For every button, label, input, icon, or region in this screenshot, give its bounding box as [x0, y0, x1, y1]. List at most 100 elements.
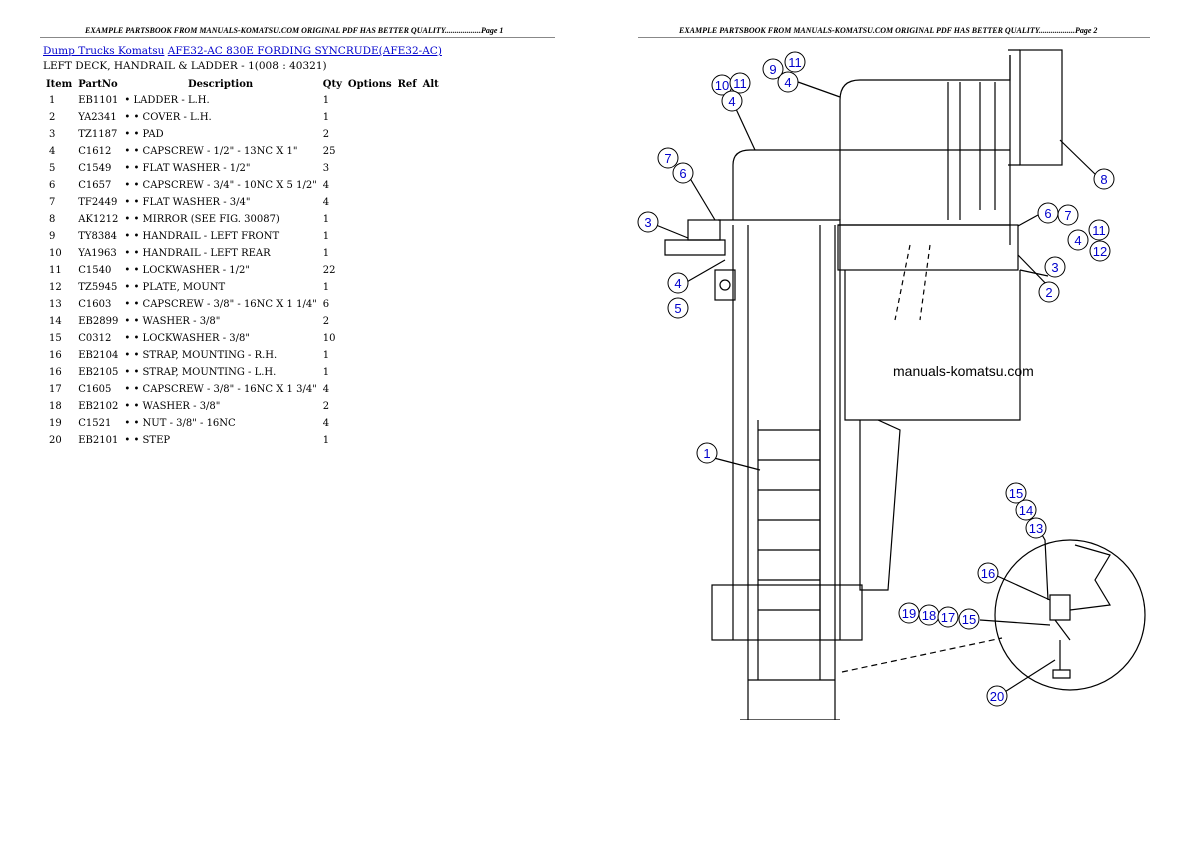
callout-circle: [1093, 168, 1115, 190]
cell-empty: [395, 313, 420, 330]
cell-qty: 1: [322, 248, 330, 259]
cell-partno: EB2105: [78, 367, 119, 378]
cell-description: • • FLAT WASHER - 3/4": [124, 197, 251, 208]
callout-label: 4: [784, 75, 791, 90]
callout-label: 6: [1044, 206, 1051, 221]
cell-empty: [420, 432, 442, 449]
callout-circle: [784, 51, 806, 73]
cell-empty: [420, 177, 442, 194]
cell-qty: 6: [322, 299, 330, 310]
parts-table: Item PartNo Description Qty Options Ref …: [43, 76, 442, 449]
cell-qty: 1: [322, 435, 330, 446]
cell-empty: [395, 245, 420, 262]
callout-circle: [1038, 281, 1060, 303]
page1-header-rule: [40, 37, 555, 38]
cell-empty: [395, 279, 420, 296]
cell-item: 16: [49, 350, 62, 361]
cell-empty: [345, 398, 395, 415]
cell-description: • • COVER - L.H.: [124, 112, 212, 123]
cell-empty: [345, 109, 395, 126]
cell-empty: [420, 92, 442, 109]
cell-partno: EB2104: [78, 350, 119, 361]
cell-empty: [345, 313, 395, 330]
cell-item: 13: [49, 299, 62, 310]
cell-empty: [395, 296, 420, 313]
cell-qty: 4: [322, 384, 330, 395]
callout-circle: [777, 71, 799, 93]
col-header-alt: Alt: [422, 78, 439, 90]
cell-empty: [395, 364, 420, 381]
cell-description: • • CAPSCREW - 3/8" - 16NC X 1 3/4": [124, 384, 317, 395]
cell-partno: TY8384: [78, 231, 117, 242]
cell-qty: 1: [322, 282, 330, 293]
callout-circle: [729, 72, 751, 94]
cell-qty: 2: [322, 401, 330, 412]
cell-description: • • FLAT WASHER - 1/2": [124, 163, 251, 174]
cell-empty: [420, 143, 442, 160]
cell-empty: [345, 279, 395, 296]
cell-partno: TZ1187: [78, 129, 118, 140]
cell-item: 14: [49, 316, 62, 327]
callout-label: 19: [902, 606, 916, 621]
cell-partno: EB2899: [78, 316, 119, 327]
cell-qty: 1: [322, 214, 330, 225]
col-header-item: Item: [46, 78, 73, 90]
cell-empty: [345, 160, 395, 177]
cell-description: • • STRAP, MOUNTING - L.H.: [124, 367, 277, 378]
cell-empty: [420, 330, 442, 347]
callout-label: 1: [703, 446, 710, 461]
cell-empty: [395, 432, 420, 449]
cell-empty: [420, 228, 442, 245]
callout-circle: [1044, 256, 1066, 278]
cell-partno: TF2449: [78, 197, 118, 208]
breadcrumb-link-model[interactable]: AFE32-AC 830E FORDING SYNCRUDE(AFE32-AC): [167, 45, 442, 57]
cell-empty: [420, 126, 442, 143]
cell-empty: [345, 92, 395, 109]
cell-partno: C1612: [78, 146, 112, 157]
cell-qty: 4: [322, 418, 330, 429]
callout-circle: [958, 608, 980, 630]
cell-description: • • STRAP, MOUNTING - R.H.: [124, 350, 278, 361]
cell-item: 20: [49, 435, 62, 446]
cell-empty: [420, 262, 442, 279]
cell-item: 3: [49, 129, 56, 140]
breadcrumb-link-dump-trucks[interactable]: Dump Trucks Komatsu: [43, 45, 165, 57]
callout-label: 6: [679, 166, 686, 181]
callout-label: 3: [644, 215, 651, 230]
cell-description: • • NUT - 3/8" - 16NC: [124, 418, 236, 429]
callout-label: 4: [1074, 233, 1081, 248]
cell-empty: [345, 177, 395, 194]
callout-label: 17: [941, 610, 955, 625]
cell-empty: [395, 398, 420, 415]
cell-empty: [420, 347, 442, 364]
callout-label: 11: [788, 55, 802, 70]
cell-empty: [395, 160, 420, 177]
cell-empty: [420, 364, 442, 381]
cell-partno: TZ5945: [78, 282, 118, 293]
cell-item: 2: [49, 112, 56, 123]
cell-partno: AK1212: [78, 214, 119, 225]
cell-empty: [395, 381, 420, 398]
cell-empty: [345, 228, 395, 245]
callout-circle: [937, 606, 959, 628]
cell-empty: [395, 347, 420, 364]
cell-empty: [345, 432, 395, 449]
callout-label: 2: [1045, 285, 1052, 300]
cell-empty: [420, 381, 442, 398]
callout-circle: [1005, 482, 1027, 504]
callout-circle: [696, 442, 718, 464]
cell-empty: [345, 296, 395, 313]
callout-label: 18: [922, 608, 936, 623]
section-title: LEFT DECK, HANDRAIL & LADDER - 1(008 : 4…: [43, 60, 327, 72]
cell-item: 10: [49, 248, 62, 259]
